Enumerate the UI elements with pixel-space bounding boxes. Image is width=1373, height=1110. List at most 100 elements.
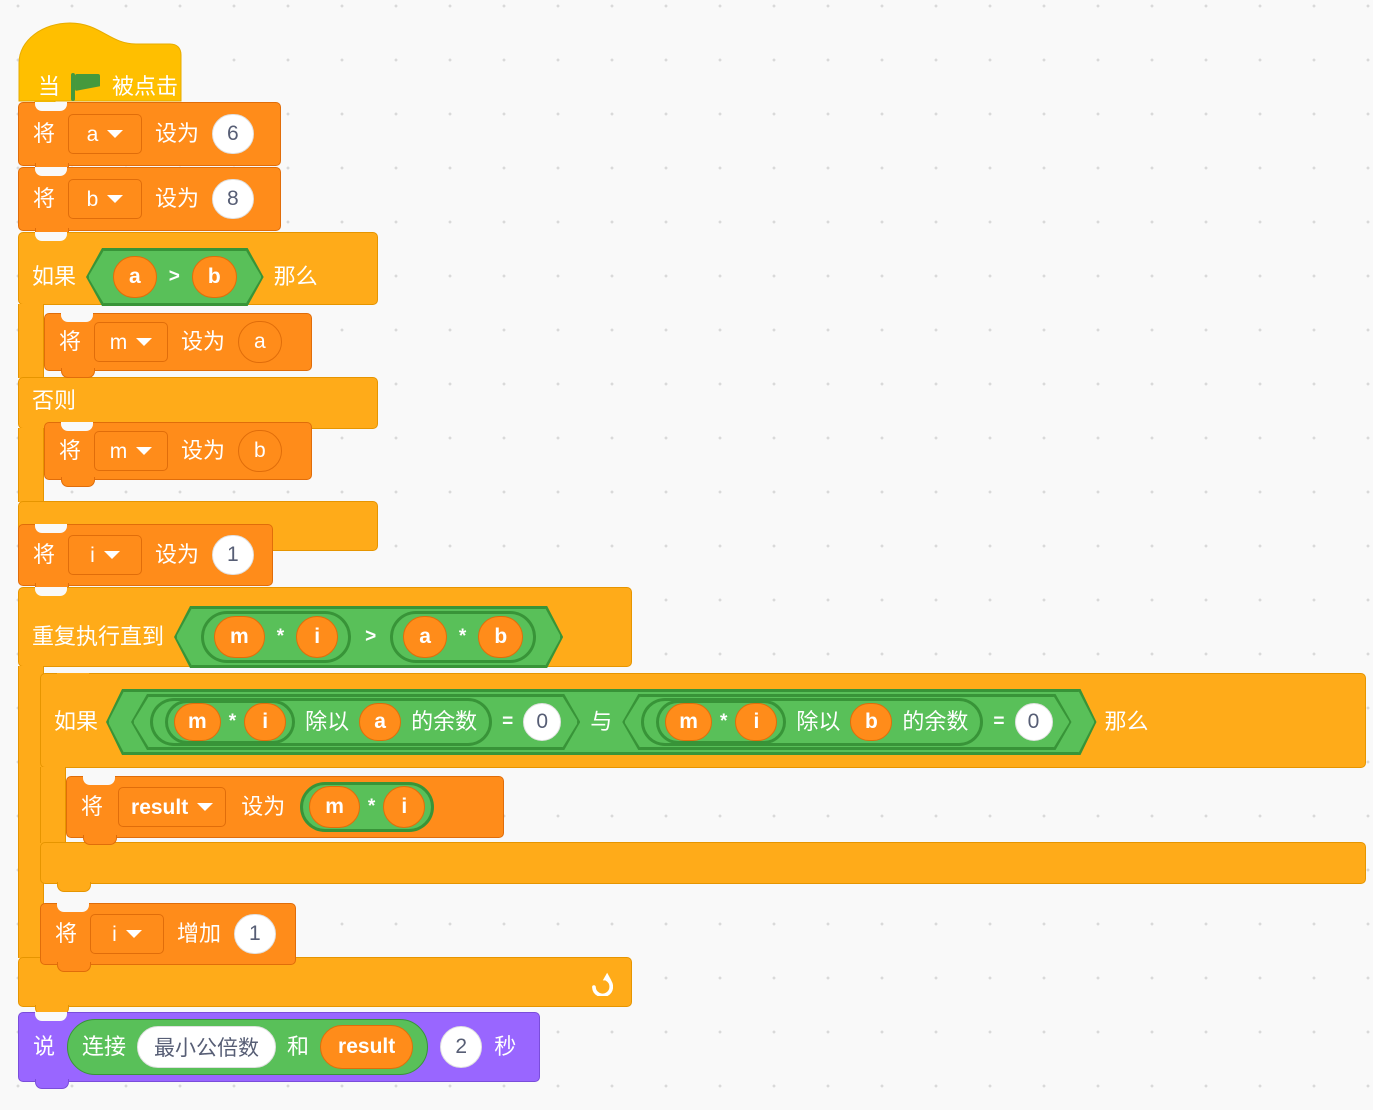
variable-dropdown-i[interactable]: i <box>68 535 143 575</box>
equals-operator-label: = <box>993 711 1005 732</box>
operand-left-variable[interactable]: a <box>113 256 157 298</box>
chevron-down-icon <box>136 447 153 455</box>
operand-i[interactable]: i <box>296 616 338 658</box>
chevron-down-icon <box>197 803 214 811</box>
say-seconds-input[interactable]: 2 <box>440 1026 483 1068</box>
value-input-b[interactable]: 8 <box>212 179 254 219</box>
operand-m[interactable]: m <box>174 703 221 741</box>
mod-operator-left[interactable]: m * i 除以 a 的余数 <box>150 698 492 746</box>
value-variable-b[interactable]: b <box>238 430 282 472</box>
operand-m[interactable]: m <box>665 703 712 741</box>
set-variable-i-block[interactable]: 将 i 设为 1 <box>18 524 273 593</box>
operand-i[interactable]: i <box>383 786 426 828</box>
set-variable-m-then-block[interactable]: 将 m 设为 a <box>44 313 312 378</box>
stack-notch <box>61 313 93 322</box>
then-label: 那么 <box>273 264 318 289</box>
hat-suffix-label: 被点击 <box>112 74 179 99</box>
say-verb-label: 说 <box>33 1034 56 1059</box>
else-branch-spine <box>18 428 44 502</box>
operand-i[interactable]: i <box>735 703 777 741</box>
say-for-seconds-block[interactable]: 说 连接 最小公倍数 和 result 2 秒 <box>18 1012 540 1089</box>
set-variable-m-else-block[interactable]: 将 m 设为 b <box>44 422 312 487</box>
change-value-input[interactable]: 1 <box>234 914 276 954</box>
repeat-until-block[interactable]: 重复执行直到 m * i > a * <box>18 587 1366 1015</box>
product-m-times-i-right[interactable]: m * i <box>656 700 786 744</box>
inner-then-label: 那么 <box>1104 709 1149 734</box>
inner-if-block[interactable]: 如果 m <box>40 673 1370 893</box>
set-variable-a-block[interactable]: 将 a 设为 6 <box>18 102 281 173</box>
set-variable-b-block[interactable]: 将 b 设为 8 <box>18 167 281 238</box>
operand-right-variable[interactable]: b <box>192 256 237 298</box>
divisor-variable-b[interactable]: b <box>850 703 892 741</box>
product-m-times-i[interactable]: m * i <box>201 611 351 663</box>
equals-value-input-left[interactable]: 0 <box>523 703 561 741</box>
value-variable-a[interactable]: a <box>238 321 282 363</box>
equals-value-input-right[interactable]: 0 <box>1015 703 1053 741</box>
set-keyword-label: 将 <box>33 121 56 146</box>
event-hat-block-when-flag-clicked[interactable]: 当 被点击 <box>18 22 182 110</box>
variable-dropdown-m[interactable]: m <box>94 431 169 471</box>
divisor-variable-a[interactable]: a <box>359 703 401 741</box>
change-variable-i-block[interactable]: 将 i 增加 1 <box>40 903 296 972</box>
set-verb-label: 设为 <box>241 794 286 819</box>
loop-condition-greater-than[interactable]: m * i > a * b <box>174 606 563 668</box>
join-variable-result[interactable]: result <box>320 1025 414 1069</box>
operand-m[interactable]: m <box>309 786 360 828</box>
join-and-label: 和 <box>287 1034 310 1059</box>
operand-m[interactable]: m <box>214 616 265 658</box>
variable-name-label: a <box>86 122 99 146</box>
multiply-operator-label: * <box>276 626 285 647</box>
if-else-block[interactable]: 如果 a > b 那么 将 m 设为 a 否则 <box>18 232 378 559</box>
variable-dropdown-result[interactable]: result <box>118 787 227 827</box>
equals-test-left[interactable]: m * i 除以 a 的余数 <box>131 694 580 750</box>
value-input-i[interactable]: 1 <box>212 535 254 575</box>
chevron-down-icon <box>103 551 120 559</box>
variable-dropdown-m[interactable]: m <box>94 322 169 362</box>
stack-notch <box>57 903 89 912</box>
variable-dropdown-a[interactable]: a <box>68 114 143 154</box>
set-keyword-label: 将 <box>81 794 104 819</box>
set-verb-label: 设为 <box>181 329 226 354</box>
stack-notch <box>61 422 93 431</box>
product-m-times-i-left[interactable]: m * i <box>165 700 295 744</box>
stack-notch <box>35 524 67 533</box>
condition-greater-than[interactable]: a > b <box>86 248 264 306</box>
operand-a[interactable]: a <box>403 616 447 658</box>
multiply-operator-label: * <box>367 796 376 817</box>
multiply-operator-label: * <box>719 711 728 732</box>
inner-if-label: 如果 <box>54 709 99 734</box>
inner-if-bottom-arm[interactable] <box>40 842 1366 892</box>
join-operator-block[interactable]: 连接 最小公倍数 和 result <box>67 1019 429 1075</box>
multiply-operator-label: * <box>458 626 467 647</box>
chevron-down-icon <box>107 130 124 138</box>
operand-b[interactable]: b <box>478 616 523 658</box>
stack-bump <box>61 477 95 487</box>
set-keyword-label: 将 <box>33 542 56 567</box>
variable-dropdown-i[interactable]: i <box>90 914 165 954</box>
stack-bump <box>57 882 91 892</box>
operand-i[interactable]: i <box>244 703 286 741</box>
chevron-down-icon <box>125 930 142 938</box>
chevron-down-icon <box>136 338 153 346</box>
stack-bump <box>35 1079 69 1089</box>
hat-prefix-label: 当 <box>38 74 61 99</box>
join-text-input[interactable]: 最小公倍数 <box>137 1026 277 1068</box>
repeat-until-bottom-arm[interactable] <box>18 957 632 1015</box>
stack-bump <box>83 835 117 845</box>
mod-operator-right[interactable]: m * i 除以 b 的余数 <box>641 698 983 746</box>
stack-notch <box>57 673 89 682</box>
product-result-m-times-i[interactable]: m * i <box>300 782 435 832</box>
remainder-label: 的余数 <box>411 709 478 734</box>
change-verb-label: 增加 <box>177 921 222 946</box>
and-condition[interactable]: m * i 除以 a 的余数 <box>106 689 1096 755</box>
equals-test-right[interactable]: m * i 除以 b 的余数 <box>622 694 1071 750</box>
variable-name-label: i <box>112 922 117 946</box>
variable-dropdown-b[interactable]: b <box>68 179 143 219</box>
value-input-a[interactable]: 6 <box>212 114 254 154</box>
else-label: 否则 <box>32 388 77 413</box>
product-a-times-b[interactable]: a * b <box>390 611 536 663</box>
set-variable-result-block[interactable]: 将 result 设为 m * i <box>66 776 504 845</box>
multiply-operator-label: * <box>228 711 237 732</box>
chevron-down-icon <box>107 195 124 203</box>
